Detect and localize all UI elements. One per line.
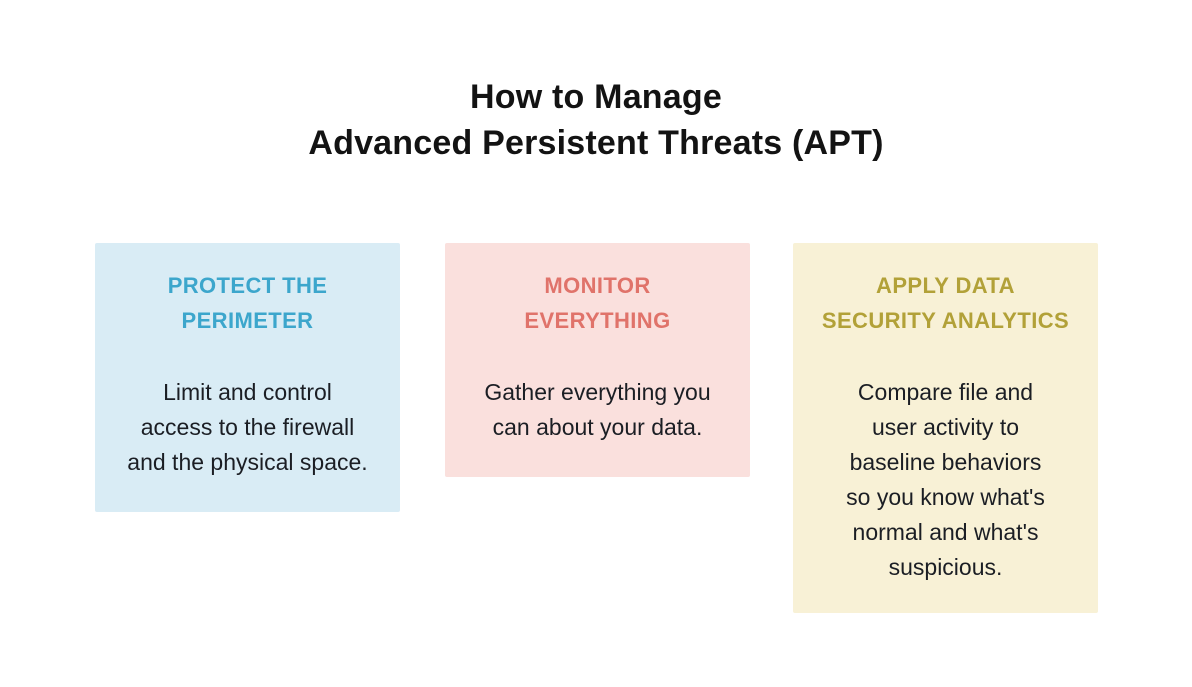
card-body-text: Compare file and user activity to baseli… <box>846 379 1045 580</box>
card-heading: PROTECT THE PERIMETER <box>167 273 328 333</box>
card-apply-data-security-analytics: APPLY DATA SECURITY ANALYTICS Compare fi… <box>793 243 1098 613</box>
card-heading: MONITOR EVERYTHING <box>524 273 671 333</box>
card-body-text: Gather everything you can about your dat… <box>484 379 711 440</box>
card-heading: APPLY DATA SECURITY ANALYTICS <box>821 273 1070 333</box>
card-body-text: Limit and control access to the firewall… <box>127 379 368 475</box>
card-monitor-everything: MONITOR EVERYTHING Gather everything you… <box>445 243 750 477</box>
card-protect-the-perimeter: PROTECT THE PERIMETER Limit and control … <box>95 243 400 512</box>
infographic-title: How to Manage Advanced Persistent Threat… <box>308 78 884 162</box>
